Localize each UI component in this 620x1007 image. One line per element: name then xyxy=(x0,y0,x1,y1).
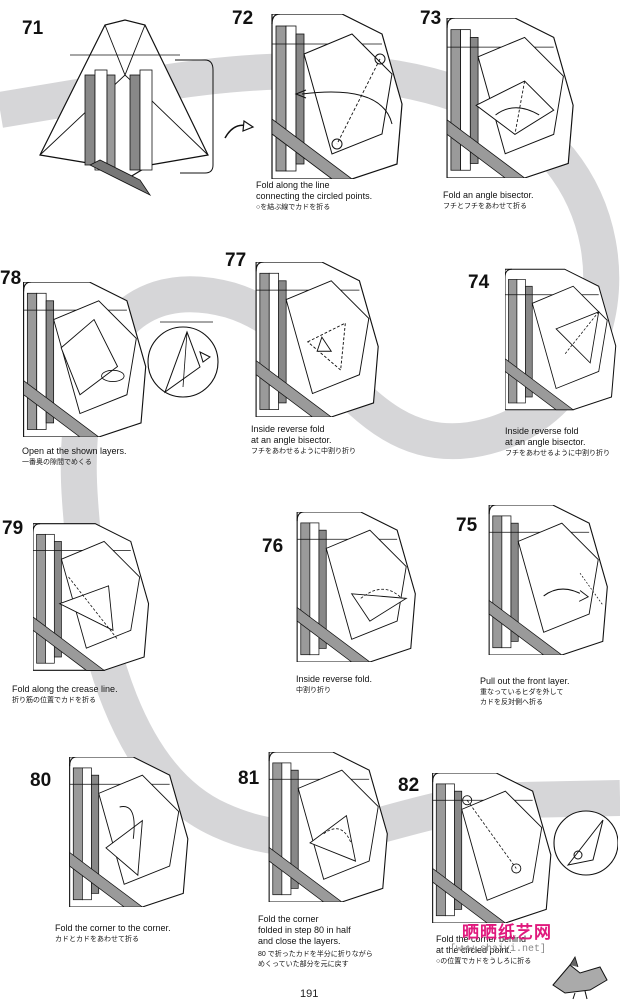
caption-en-line: Fold along the line xyxy=(256,180,330,190)
detail-zoom-circle xyxy=(553,810,618,876)
step-79-diagram xyxy=(33,523,150,671)
step-77-caption: Inside reverse fold at an angle bisector… xyxy=(251,424,356,457)
caption-jp-line: 80 で折ったカドを半分に折りながら xyxy=(258,951,373,958)
step-81-diagram xyxy=(268,752,388,902)
step-82-diagram xyxy=(432,773,552,923)
finished-bird-icon xyxy=(552,956,608,1000)
step-81-caption: Fold the corner folded in step 80 in hal… xyxy=(258,914,373,970)
caption-jp: ○を結ぶ線でカドを折る xyxy=(256,204,331,211)
caption-en-line: connecting the circled points. xyxy=(256,191,373,201)
step-number: 79 xyxy=(2,518,24,539)
caption-jp: フチをあわせるように中割り折り xyxy=(505,450,610,457)
caption-en-line: at the circled point. xyxy=(436,945,512,955)
step-77-diagram xyxy=(255,262,379,417)
caption-en-line: folded in step 80 in half xyxy=(258,925,351,935)
step-number: 78 xyxy=(0,268,22,289)
step-number: 72 xyxy=(232,8,254,29)
detail-zoom-circle xyxy=(147,321,219,398)
step-80-diagram xyxy=(69,757,189,907)
caption-en-line: at an angle bisector. xyxy=(505,437,586,447)
step-number: 80 xyxy=(30,770,52,791)
step-78-caption: Open at the shown layers. 一番奥の隙間でめくる xyxy=(22,446,127,468)
step-80-caption: Fold the corner to the corner. カドとカドをあわせ… xyxy=(55,923,171,945)
step-number: 71 xyxy=(22,18,44,39)
caption-en: Pull out the front layer. xyxy=(480,676,570,686)
caption-en: Open at the shown layers. xyxy=(22,446,127,456)
step-73-caption: Fold an angle bisector. フチとフチをあわせて折る xyxy=(443,190,534,212)
caption-jp: 一番奥の隙間でめくる xyxy=(22,459,92,466)
caption-jp: 中割り折り xyxy=(296,687,331,694)
caption-en-line: Inside reverse fold xyxy=(251,424,325,434)
page-number: 191 xyxy=(300,988,319,1000)
step-74-caption: Inside reverse fold at an angle bisector… xyxy=(505,426,610,459)
caption-en: Fold an angle bisector. xyxy=(443,190,534,200)
step-82-caption: Fold the corner behind at the circled po… xyxy=(436,934,531,967)
step-number: 73 xyxy=(420,8,442,29)
caption-jp-line: カドを反対側へ折る xyxy=(480,699,543,706)
caption-en-line: and close the layers. xyxy=(258,936,341,946)
step-number: 74 xyxy=(468,272,490,293)
watermark-url: [www.shaiyi.net] xyxy=(450,944,547,955)
step-71-diagram xyxy=(39,19,214,197)
step-number: 76 xyxy=(262,536,284,557)
caption-en-line: Fold the corner xyxy=(258,914,319,924)
step-number: 81 xyxy=(238,768,260,789)
caption-jp: ○の位置でカドをうしろに折る xyxy=(436,958,532,965)
step-74-diagram xyxy=(505,268,617,411)
step-75-diagram xyxy=(488,505,608,655)
step-number: 75 xyxy=(456,515,478,536)
caption-en: Fold along the crease line. xyxy=(12,684,118,694)
caption-jp: フチとフチをあわせて折る xyxy=(443,203,527,210)
step-number: 82 xyxy=(398,775,420,796)
curved-arrow-icon xyxy=(224,119,255,139)
caption-jp: 折り筋の位置でカドを折る xyxy=(12,697,96,704)
step-72-diagram xyxy=(271,14,403,179)
step-73-diagram xyxy=(446,18,574,178)
step-number: 77 xyxy=(225,250,247,271)
step-76-caption: Inside reverse fold. 中割り折り xyxy=(296,674,372,696)
step-76-diagram xyxy=(296,512,416,662)
step-79-caption: Fold along the crease line. 折り筋の位置でカドを折る xyxy=(12,684,118,706)
caption-jp-line: 重なっているヒダを外して xyxy=(480,689,564,696)
step-75-caption: Pull out the front layer. 重なっているヒダを外して カ… xyxy=(480,676,570,708)
watermark-brand: 晒晒纸艺网 xyxy=(462,923,552,942)
caption-jp: カドとカドをあわせて折る xyxy=(55,936,139,943)
caption-jp: フチをあわせるように中割り折り xyxy=(251,448,356,455)
caption-en: Fold the corner to the corner. xyxy=(55,923,171,933)
caption-en: Inside reverse fold. xyxy=(296,674,373,684)
caption-en-line: Fold the corner behind xyxy=(436,934,527,944)
caption-jp-line: めくっていた部分を元に戻す xyxy=(258,961,349,968)
step-78-diagram xyxy=(23,282,147,437)
caption-en-line: at an angle bisector. xyxy=(251,435,332,445)
caption-en-line: Inside reverse fold xyxy=(505,426,579,436)
step-72-caption: Fold along the line connecting the circl… xyxy=(256,180,372,213)
